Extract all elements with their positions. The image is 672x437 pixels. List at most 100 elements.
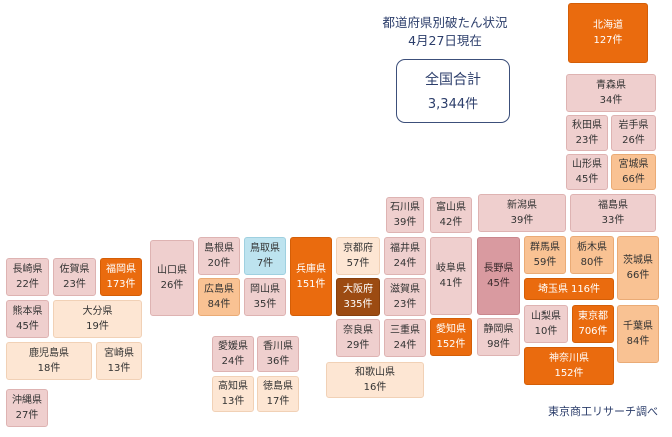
prefecture-name: 群馬県 (530, 242, 560, 253)
prefecture-name: 長崎県 (12, 264, 43, 275)
failure-count: 26件 (622, 135, 645, 146)
prefecture-name: 山口県 (157, 265, 187, 276)
failure-count: 22件 (16, 279, 39, 290)
failure-count: 84件 (207, 299, 231, 310)
failure-count: 335件 (343, 299, 373, 310)
prefecture-name: 新潟県 (507, 200, 537, 211)
failure-count: 59件 (533, 257, 557, 268)
failure-count: 23件 (393, 299, 417, 310)
pref-oita: 大分県 19件 (53, 300, 142, 338)
prefecture-name: 大分県 (82, 306, 113, 317)
failure-count: 16件 (363, 382, 387, 393)
pref-niigata: 新潟県 39件 (478, 194, 566, 232)
prefecture-name: 山形県 (572, 159, 602, 170)
failure-count: 116件 (570, 283, 601, 295)
failure-count: 66件 (626, 270, 650, 281)
prefecture-name: 奈良県 (343, 325, 373, 336)
failure-count: 66件 (622, 174, 645, 185)
prefecture-name: 香川県 (263, 341, 293, 352)
failure-count: 7件 (256, 258, 274, 269)
as-of-date: 4月27日現在 (408, 33, 482, 48)
failure-count: 23件 (63, 279, 86, 290)
prefecture-name: 沖縄県 (12, 395, 42, 406)
national-total-label: 全国合計 (425, 72, 481, 88)
failure-count: 39件 (393, 217, 417, 228)
prefecture-name: 京都府 (343, 243, 373, 254)
prefecture-name: 愛知県 (436, 324, 466, 335)
failure-count: 13件 (221, 396, 245, 407)
pref-ehime: 愛媛県 24件 (212, 336, 254, 372)
failure-count: 36件 (266, 356, 290, 367)
prefecture-name: 熊本県 (12, 306, 43, 317)
prefecture-name: 徳島県 (263, 381, 293, 392)
prefecture-name: 福岡県 (106, 264, 136, 275)
failure-count: 34件 (599, 95, 623, 106)
pref-tottori: 鳥取県 7件 (244, 237, 286, 275)
failure-count: 19件 (86, 321, 109, 332)
prefecture-name: 山梨県 (531, 311, 561, 322)
failure-count: 84件 (626, 336, 650, 347)
failure-count: 33件 (601, 215, 625, 226)
prefecture-name: 栃木県 (577, 242, 607, 253)
pref-kagoshima: 鹿児島県 18件 (6, 342, 92, 380)
failure-count: 80件 (580, 257, 604, 268)
pref-tochigi: 栃木県 80件 (570, 236, 614, 274)
prefecture-name: 福井県 (390, 243, 420, 254)
failure-count: 39件 (510, 215, 534, 226)
pref-yamanashi: 山梨県 10件 (524, 305, 568, 343)
pref-kochi: 高知県 13件 (212, 376, 254, 412)
failure-count: 45件 (575, 174, 599, 185)
pref-miyagi: 宮城県 66件 (611, 154, 656, 190)
prefecture-name: 岩手県 (618, 120, 649, 131)
prefecture-name: 埼玉県 (537, 283, 568, 295)
pref-iwate: 岩手県 26件 (611, 115, 656, 151)
map-title: 都道府県別破たん状況 4月27日現在 (370, 14, 520, 50)
pref-akita: 秋田県 23件 (566, 115, 608, 151)
prefecture-name: 秋田県 (572, 120, 602, 131)
prefecture-name: 石川県 (390, 202, 420, 213)
prefecture-name: 宮城県 (618, 159, 649, 170)
prefecture-name: 鹿児島県 (29, 348, 69, 359)
prefecture-name: 愛媛県 (218, 341, 248, 352)
failure-count: 24件 (221, 356, 245, 367)
failure-count: 29件 (346, 340, 370, 351)
failure-count: 24件 (393, 258, 417, 269)
failure-count: 42件 (439, 217, 463, 228)
failure-count: 706件 (578, 326, 608, 337)
failure-count: 98件 (487, 339, 510, 350)
prefecture-name: 鳥取県 (250, 243, 280, 254)
pref-gunma: 群馬県 59件 (524, 236, 566, 274)
pref-fukui: 福井県 24件 (384, 237, 426, 275)
prefecture-name: 静岡県 (483, 324, 514, 335)
prefecture-name: 神奈川県 (549, 353, 589, 364)
prefecture-name: 滋賀県 (390, 284, 420, 295)
title-text: 都道府県別破たん状況 (382, 15, 508, 30)
pref-shiga: 滋賀県 23件 (384, 278, 426, 316)
failure-count: 18件 (37, 363, 61, 374)
prefecture-name: 広島県 (204, 284, 234, 295)
pref-yamagata: 山形県 45件 (566, 154, 608, 190)
prefecture-name: 高知県 (218, 381, 248, 392)
failure-count: 41件 (439, 278, 463, 289)
pref-nagasaki: 長崎県 22件 (6, 258, 49, 296)
failure-count: 10件 (534, 326, 558, 337)
failure-count: 23件 (575, 135, 599, 146)
failure-count: 13件 (107, 363, 131, 374)
